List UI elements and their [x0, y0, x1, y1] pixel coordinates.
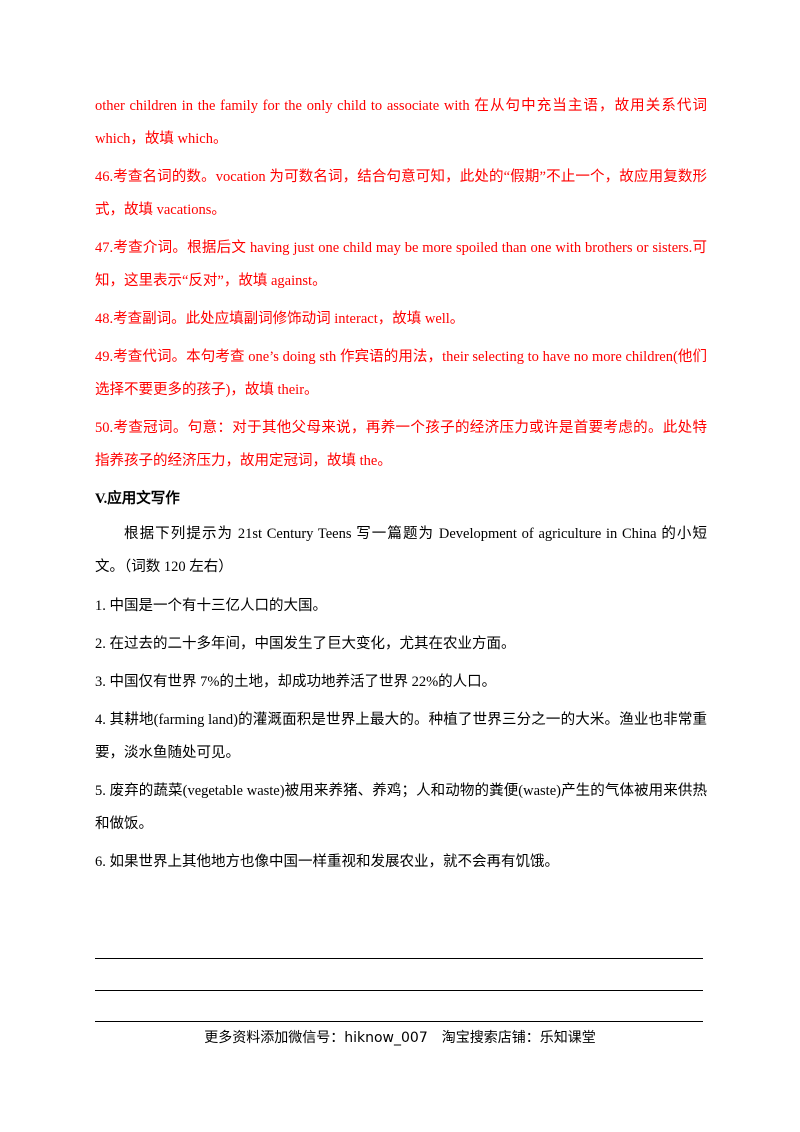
hint-2: 2. 在过去的二十多年间，中国发生了巨大变化，尤其在农业方面。: [95, 636, 516, 652]
hint-5: 5. 废弃的蔬菜(vegetable waste)被用来养猪、养鸡；人和动物的粪…: [95, 783, 707, 832]
explanation-50: 50.考查冠词。句意：对于其他父母来说，再养一个孩子的经济压力或许是首要考虑的。…: [95, 420, 707, 469]
page-content: other children in the family for the onl…: [95, 90, 707, 884]
explanation-48: 48.考查副词。此处应填副词修饰动词 interact，故填 well。: [95, 311, 465, 327]
explanation-49: 49.考查代词。本句考查 one’s doing sth 作宾语的用法，thei…: [95, 349, 707, 398]
hint-4: 4. 其耕地(farming land)的灌溉面积是世界上最大的。种植了世界三分…: [95, 712, 707, 761]
explanation-45-continued: other children in the family for the onl…: [95, 98, 707, 147]
page-footer: 更多资料添加微信号：hiknow_007 淘宝搜索店铺：乐知课堂: [204, 1030, 596, 1046]
explanation-47: 47.考查介词。根据后文 having just one child may b…: [95, 240, 707, 289]
explanation-46: 46.考查名词的数。vocation 为可数名词，结合句意可知，此处的“假期”不…: [95, 169, 707, 218]
writing-prompt: 根据下列提示为 21st Century Teens 写一篇题为 Develop…: [95, 526, 707, 575]
section-heading: V.应用文写作: [95, 491, 180, 507]
answer-line: [95, 1021, 703, 1022]
answer-line: [95, 990, 703, 991]
hint-6: 6. 如果世界上其他地方也像中国一样重视和发展农业，就不会再有饥饿。: [95, 854, 559, 870]
hint-1: 1. 中国是一个有十三亿人口的大国。: [95, 598, 327, 614]
answer-line: [95, 958, 703, 959]
hint-3: 3. 中国仅有世界 7%的土地，却成功地养活了世界 22%的人口。: [95, 674, 497, 690]
